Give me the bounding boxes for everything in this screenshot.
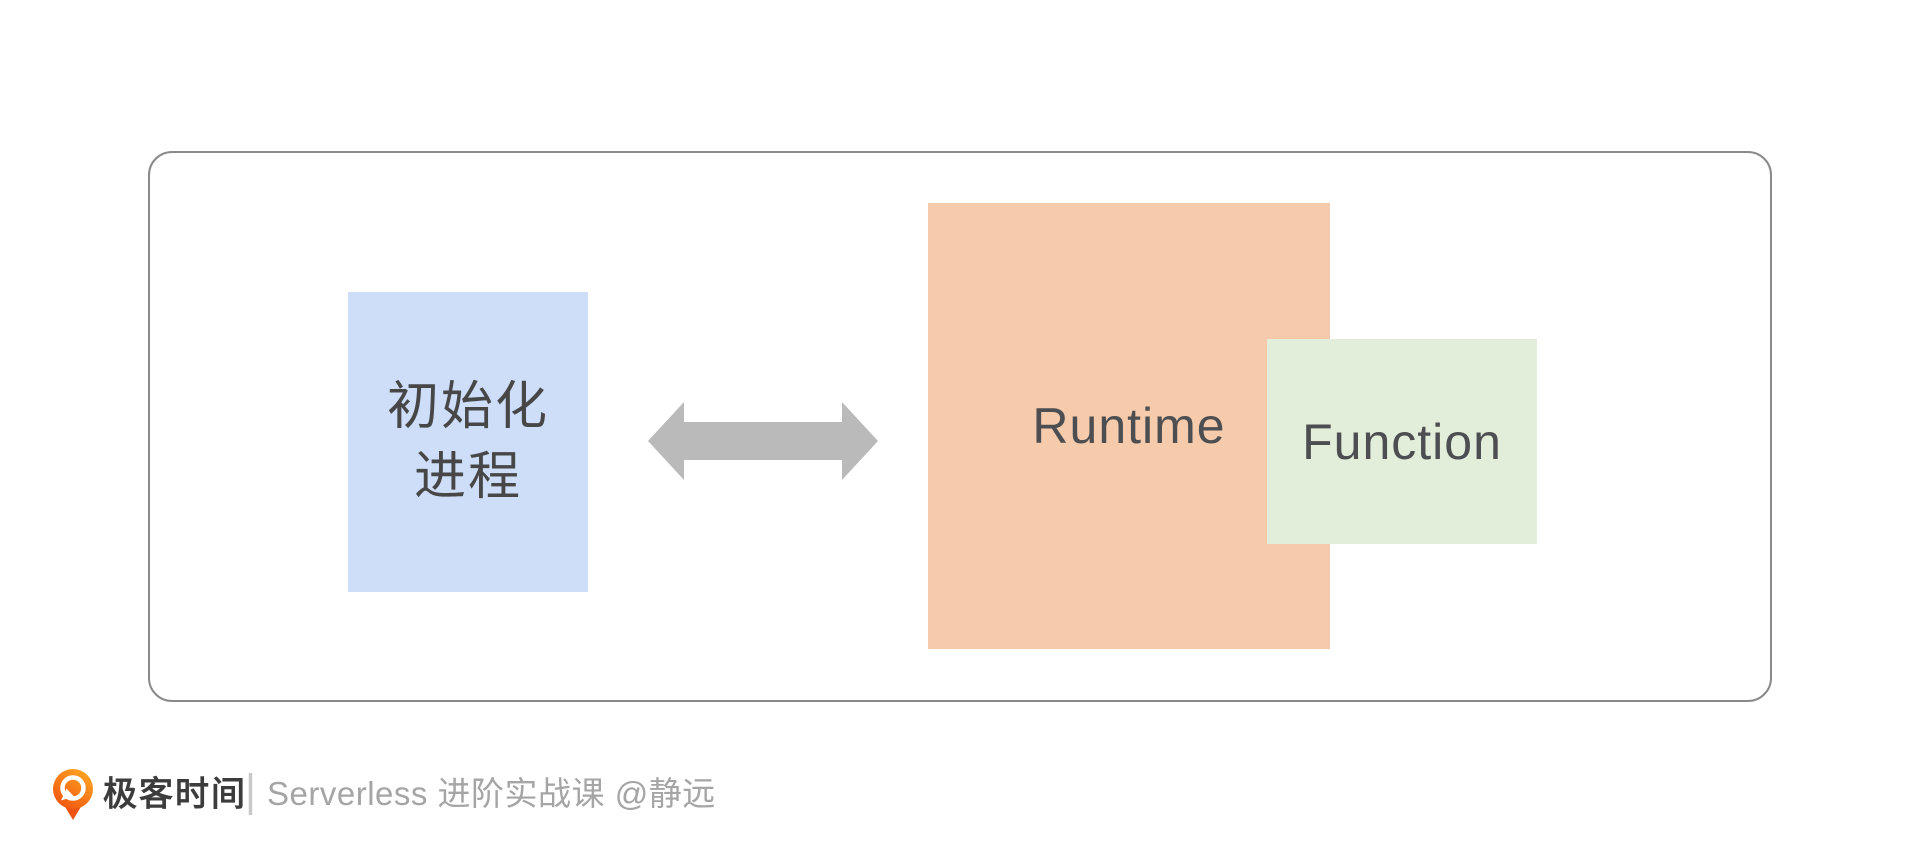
double-headed-arrow-icon xyxy=(648,402,878,480)
init-process-box: 初始化 进程 xyxy=(348,292,588,592)
footer: 极客时间 | Serverless 进阶实战课 @静远 xyxy=(0,758,1920,838)
course-title: Serverless 进阶实战课 @静远 xyxy=(267,775,716,812)
function-label: Function xyxy=(1302,413,1502,470)
brand-name: 极客时间 xyxy=(103,775,247,814)
footer-separator: | xyxy=(245,765,256,816)
runtime-label: Runtime xyxy=(1032,398,1226,454)
runtime-box: Runtime xyxy=(928,203,1330,649)
init-process-label: 初始化 进程 xyxy=(386,378,549,506)
function-box: Function xyxy=(1267,339,1537,544)
geektime-logo-icon xyxy=(53,769,93,820)
